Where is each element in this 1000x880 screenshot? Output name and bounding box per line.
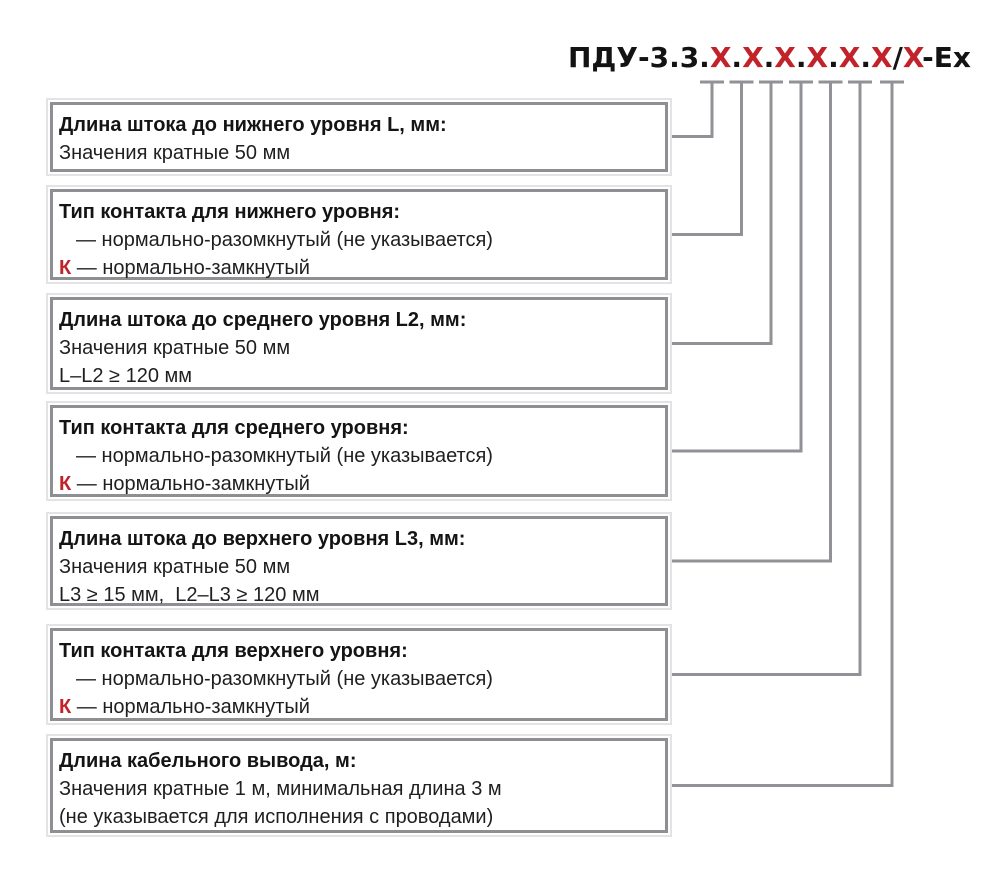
spec-box-heading: Тип контакта для нижнего уровня: xyxy=(59,201,401,223)
spec-box-line: (не указывается для исполнения с провода… xyxy=(59,803,657,831)
code-x-5: X xyxy=(838,41,861,74)
spec-box-heading: Длина штока до верхнего уровня L3, мм: xyxy=(59,528,466,550)
spec-box-line: Значения кратные 50 мм xyxy=(59,553,657,581)
spec-box-line: Значения кратные 50 мм xyxy=(59,139,657,167)
spec-line-text: (не указывается для исполнения с провода… xyxy=(59,806,494,828)
spec-line-text: — нормально-разомкнутый (не указывается) xyxy=(76,229,493,251)
spec-box-line: L3 ≥ 15 мм, L2–L3 ≥ 120 мм xyxy=(59,581,657,609)
spec-line-text: — нормально-замкнутый xyxy=(71,257,310,279)
spec-box-contact-type-middle: Тип контакта для среднего уровня: — норм… xyxy=(50,405,668,497)
spec-box-line: К — нормально-замкнутый xyxy=(59,470,657,498)
spec-box-heading: Длина штока до нижнего уровня L, мм: xyxy=(59,114,447,136)
spec-line-text: Значения кратные 50 мм xyxy=(59,337,291,359)
code-separator: . xyxy=(828,41,839,74)
code-separator: . xyxy=(860,41,871,74)
spec-box-line: Значения кратные 1 м, минимальная длина … xyxy=(59,775,657,803)
spec-box-contact-type-lower: Тип контакта для нижнего уровня: — норма… xyxy=(50,189,668,280)
product-code: ПДУ-3.3.X.X.X.X.X.X/X-Ex xyxy=(568,44,971,72)
spec-line-text: L–L2 ≥ 120 мм xyxy=(59,365,193,387)
connector-to-box-6 xyxy=(666,80,872,676)
connector-to-box-7 xyxy=(666,80,904,787)
code-x-4: X xyxy=(806,41,829,74)
spec-line-text: Значения кратные 50 мм xyxy=(59,142,291,164)
code-x-2: X xyxy=(742,41,764,74)
spec-box-rod-length-upper: Длина штока до верхнего уровня L3, мм: З… xyxy=(50,516,668,606)
code-slash-separator: / xyxy=(892,41,903,74)
code-separator: . xyxy=(763,41,775,74)
spec-line-text: Значения кратные 1 м, минимальная длина … xyxy=(59,778,502,800)
connector-to-box-3 xyxy=(666,80,783,345)
spec-box-line: L–L2 ≥ 120 мм xyxy=(59,362,657,390)
spec-box-rod-length-lower: Длина штока до нижнего уровня L, мм: Зна… xyxy=(50,102,668,172)
code-prefix: ПДУ-3.3. xyxy=(568,41,710,74)
code-x-1: X xyxy=(709,41,732,74)
spec-line-text: L3 ≥ 15 мм, L2–L3 ≥ 120 мм xyxy=(59,584,320,606)
connector-to-box-2 xyxy=(666,80,754,236)
spec-box-line: К — нормально-замкнутый xyxy=(59,693,657,721)
code-x-7: X xyxy=(902,41,923,74)
code-separator: . xyxy=(731,41,743,74)
spec-box-line: — нормально-разомкнутый (не указывается) xyxy=(59,226,657,254)
option-code-k: К xyxy=(59,257,72,279)
spec-box-line: — нормально-разомкнутый (не указывается) xyxy=(59,442,657,470)
spec-box-heading: Длина кабельного вывода, м: xyxy=(59,750,357,772)
spec-box-line: К — нормально-замкнутый xyxy=(59,254,657,282)
spec-line-text: Значения кратные 50 мм xyxy=(59,556,291,578)
code-suffix: -Ex xyxy=(922,41,971,74)
spec-line-text: — нормально-замкнутый xyxy=(71,473,310,495)
spec-box-rod-length-middle: Длина штока до среднего уровня L2, мм: З… xyxy=(50,297,668,390)
code-x-6: X xyxy=(871,41,893,74)
spec-line-text: — нормально-разомкнутый (не указывается) xyxy=(76,445,493,467)
connector-to-box-1 xyxy=(666,80,724,138)
spec-box-line: — нормально-разомкнутый (не указывается) xyxy=(59,665,657,693)
option-code-k: К xyxy=(59,473,72,495)
spec-box-heading: Тип контакта для верхнего уровня: xyxy=(59,640,408,662)
spec-line-text: — нормально-замкнутый xyxy=(71,696,310,718)
code-x-3: X xyxy=(774,41,796,74)
code-separator: . xyxy=(795,41,807,74)
spec-box-heading: Тип контакта для среднего уровня: xyxy=(59,417,409,439)
spec-box-contact-type-upper: Тип контакта для верхнего уровня: — норм… xyxy=(50,628,668,721)
spec-box-line: Значения кратные 50 мм xyxy=(59,334,657,362)
spec-box-cable-length: Длина кабельного вывода, м: Значения кра… xyxy=(50,738,668,833)
connector-to-box-4 xyxy=(666,80,813,453)
option-code-k: К xyxy=(59,696,72,718)
spec-box-heading: Длина штока до среднего уровня L2, мм: xyxy=(59,309,467,331)
connector-to-box-5 xyxy=(666,80,843,563)
spec-line-text: — нормально-разомкнутый (не указывается) xyxy=(76,668,493,690)
